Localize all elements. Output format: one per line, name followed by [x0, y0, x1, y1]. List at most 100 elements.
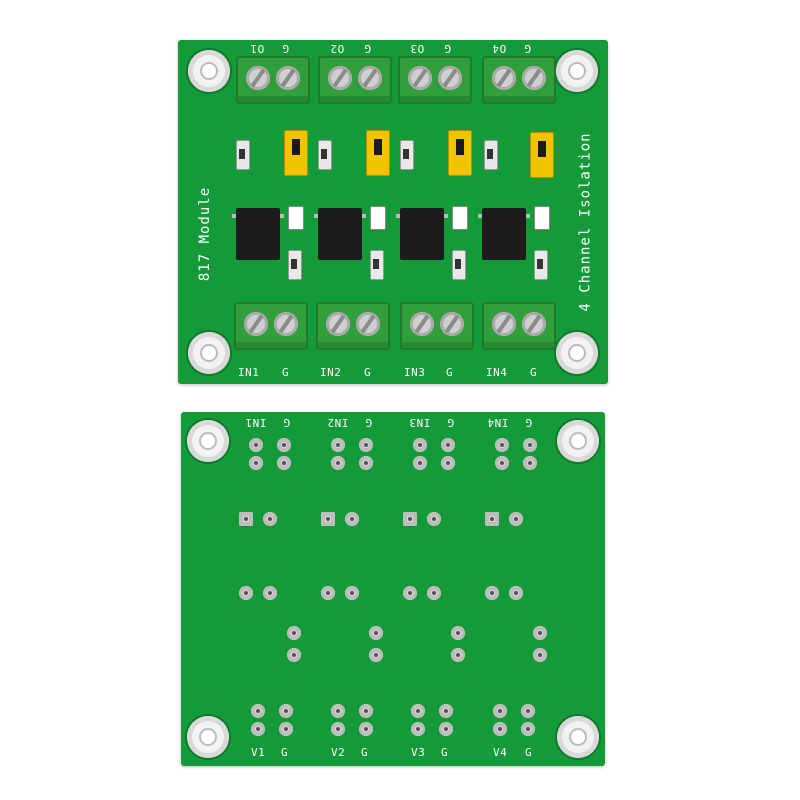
- silk-label: G: [365, 416, 373, 429]
- screw-terminal: [234, 302, 308, 350]
- solder-pad: [495, 438, 509, 452]
- resistor: [318, 140, 332, 170]
- solder-pad: [485, 512, 499, 526]
- silk-label: G: [282, 366, 290, 379]
- resistor: [236, 140, 250, 170]
- solder-pad: [521, 704, 535, 718]
- solder-pad: [509, 586, 523, 600]
- silk-label: G: [361, 746, 369, 759]
- solder-pad: [533, 648, 547, 662]
- solder-pad: [441, 456, 455, 470]
- solder-pad: [495, 456, 509, 470]
- silk-label: IN2: [327, 416, 349, 429]
- solder-pad: [369, 648, 383, 662]
- solder-pad: [441, 438, 455, 452]
- solder-pad: [331, 704, 345, 718]
- resistor: [534, 250, 548, 280]
- solder-pad: [369, 626, 383, 640]
- led: [288, 206, 304, 230]
- solder-pad: [439, 704, 453, 718]
- mounting-hole: [188, 50, 230, 92]
- silk-label: O2: [330, 42, 345, 55]
- silk-label: G: [530, 366, 538, 379]
- solder-pad: [403, 512, 417, 526]
- solder-pad: [263, 586, 277, 600]
- solder-pad: [411, 704, 425, 718]
- mounting-hole: [556, 50, 598, 92]
- solder-pad: [403, 586, 417, 600]
- solder-pad: [331, 456, 345, 470]
- solder-pad: [427, 586, 441, 600]
- solder-pad: [249, 438, 263, 452]
- solder-pad: [331, 722, 345, 736]
- mounting-hole: [557, 716, 599, 758]
- solder-pad: [427, 512, 441, 526]
- solder-pad: [451, 648, 465, 662]
- mounting-hole: [556, 332, 598, 374]
- silk-label: G: [364, 366, 372, 379]
- pcb-front-board: O1 G O2 G O3 G O4 G 817 Module 4 Channel…: [178, 40, 608, 384]
- silk-label: G: [525, 746, 533, 759]
- led: [452, 206, 468, 230]
- jumper: [366, 130, 390, 176]
- screw-terminal: [482, 302, 556, 350]
- silk-label: G: [444, 42, 452, 55]
- silk-label: V1: [251, 746, 266, 759]
- optocoupler-chip: [396, 208, 448, 260]
- led: [370, 206, 386, 230]
- solder-pad: [287, 626, 301, 640]
- screw-terminal: [398, 56, 472, 104]
- resistor: [452, 250, 466, 280]
- solder-pad: [321, 512, 335, 526]
- solder-pad: [485, 586, 499, 600]
- solder-pad: [359, 456, 373, 470]
- solder-pad: [413, 456, 427, 470]
- silk-label: G: [283, 416, 291, 429]
- silk-label: IN4: [486, 366, 508, 379]
- silk-label: G: [281, 746, 289, 759]
- silk-label: O3: [410, 42, 425, 55]
- silk-label: V3: [411, 746, 426, 759]
- silk-label: IN1: [245, 416, 267, 429]
- solder-pad: [439, 722, 453, 736]
- silk-label: O4: [492, 42, 507, 55]
- solder-pad: [287, 648, 301, 662]
- pcb-back-board: IN1 G IN2 G IN3 G IN4 G: [181, 412, 605, 766]
- silk-label: V4: [493, 746, 508, 759]
- screw-terminal: [316, 302, 390, 350]
- screw-terminal: [400, 302, 474, 350]
- solder-pad: [359, 704, 373, 718]
- silk-label: IN4: [487, 416, 509, 429]
- silk-label: G: [447, 416, 455, 429]
- jumper: [284, 130, 308, 176]
- solder-pad: [533, 626, 547, 640]
- mounting-hole: [557, 420, 599, 462]
- solder-pad: [263, 512, 277, 526]
- led: [534, 206, 550, 230]
- solder-pad: [279, 722, 293, 736]
- silk-label: IN1: [238, 366, 260, 379]
- resistor: [288, 250, 302, 280]
- jumper: [448, 130, 472, 176]
- solder-pad: [279, 704, 293, 718]
- solder-pad: [523, 456, 537, 470]
- solder-pad: [451, 626, 465, 640]
- screw-terminal: [236, 56, 310, 104]
- solder-pad: [345, 512, 359, 526]
- screw-terminal: [318, 56, 392, 104]
- silk-label: G: [524, 42, 532, 55]
- silk-label: G: [364, 42, 372, 55]
- solder-pad: [251, 704, 265, 718]
- silk-label: G: [441, 746, 449, 759]
- mounting-hole: [188, 332, 230, 374]
- silk-label: IN3: [404, 366, 426, 379]
- resistor: [400, 140, 414, 170]
- solder-pad: [239, 512, 253, 526]
- solder-pad: [359, 722, 373, 736]
- silk-label: V2: [331, 746, 346, 759]
- solder-pad: [411, 722, 425, 736]
- solder-pad: [493, 722, 507, 736]
- solder-pad: [523, 438, 537, 452]
- jumper: [530, 132, 554, 178]
- optocoupler-chip: [478, 208, 530, 260]
